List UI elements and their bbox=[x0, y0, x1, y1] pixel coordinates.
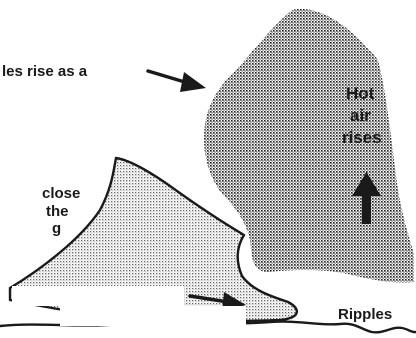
arrow-to-plume bbox=[148, 71, 206, 92]
label-air: air bbox=[350, 107, 371, 124]
label-enclose: close bbox=[42, 186, 80, 201]
blank-label-box bbox=[12, 286, 184, 306]
blank-label-box bbox=[60, 306, 246, 326]
label-ripples: Ripples bbox=[338, 307, 392, 322]
label-hot: Hot bbox=[346, 85, 374, 102]
label-rises: rises bbox=[342, 129, 382, 146]
label-g: g bbox=[52, 221, 61, 236]
label-the: the bbox=[46, 204, 69, 219]
label-bubbles-rise: les rise as a bbox=[2, 64, 87, 79]
